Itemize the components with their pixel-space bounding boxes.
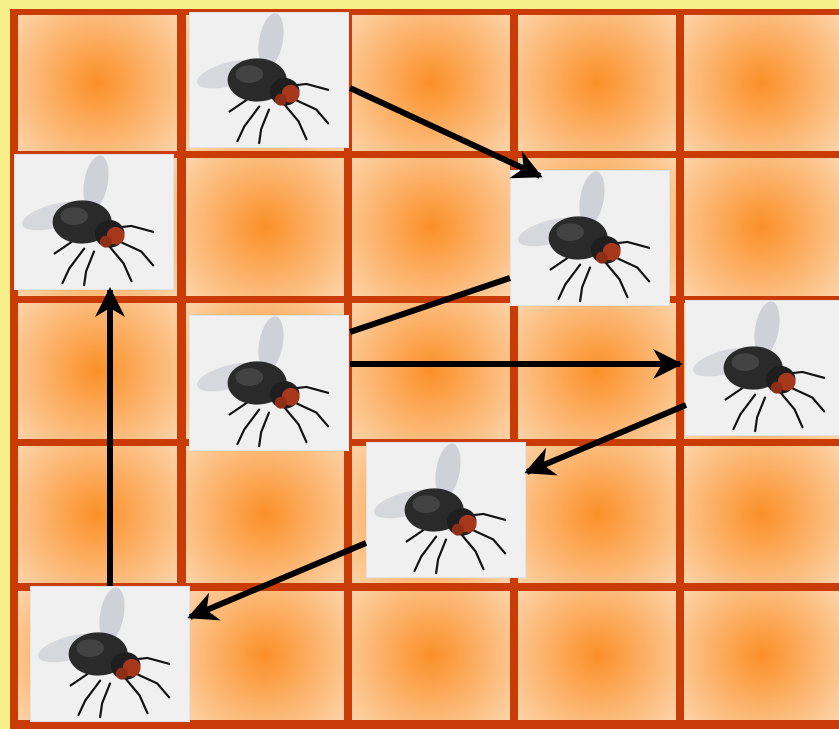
board-cell[interactable]: [186, 158, 344, 296]
board-cell[interactable]: [186, 591, 344, 720]
board-cell[interactable]: [352, 15, 510, 151]
board-cell[interactable]: [352, 303, 510, 439]
board-cell[interactable]: [352, 158, 510, 296]
fly-piece[interactable]: [30, 586, 190, 722]
board-cell[interactable]: [684, 446, 839, 583]
board-cell[interactable]: [518, 591, 676, 720]
fly-icon: [190, 13, 348, 147]
fly-icon: [31, 587, 189, 721]
fly-icon: [15, 155, 173, 289]
fly-icon: [190, 316, 348, 450]
fly-icon: [686, 301, 839, 435]
board-cell[interactable]: [186, 446, 344, 583]
board-cell[interactable]: [684, 15, 839, 151]
board-cell[interactable]: [352, 591, 510, 720]
board-cell[interactable]: [18, 303, 177, 439]
fly-piece[interactable]: [189, 12, 349, 148]
board-cell[interactable]: [518, 15, 676, 151]
board-cell[interactable]: [518, 303, 676, 439]
fly-icon: [511, 171, 669, 305]
board-cell[interactable]: [518, 446, 676, 583]
board-cell[interactable]: [18, 446, 177, 583]
board-cell[interactable]: [684, 158, 839, 296]
fly-piece[interactable]: [685, 300, 839, 436]
fly-piece[interactable]: [366, 442, 526, 578]
fly-piece[interactable]: [189, 315, 349, 451]
board-cell[interactable]: [18, 15, 177, 151]
fly-piece[interactable]: [510, 170, 670, 306]
board-cell[interactable]: [684, 591, 839, 720]
fly-piece[interactable]: [14, 154, 174, 290]
fly-icon: [367, 443, 525, 577]
